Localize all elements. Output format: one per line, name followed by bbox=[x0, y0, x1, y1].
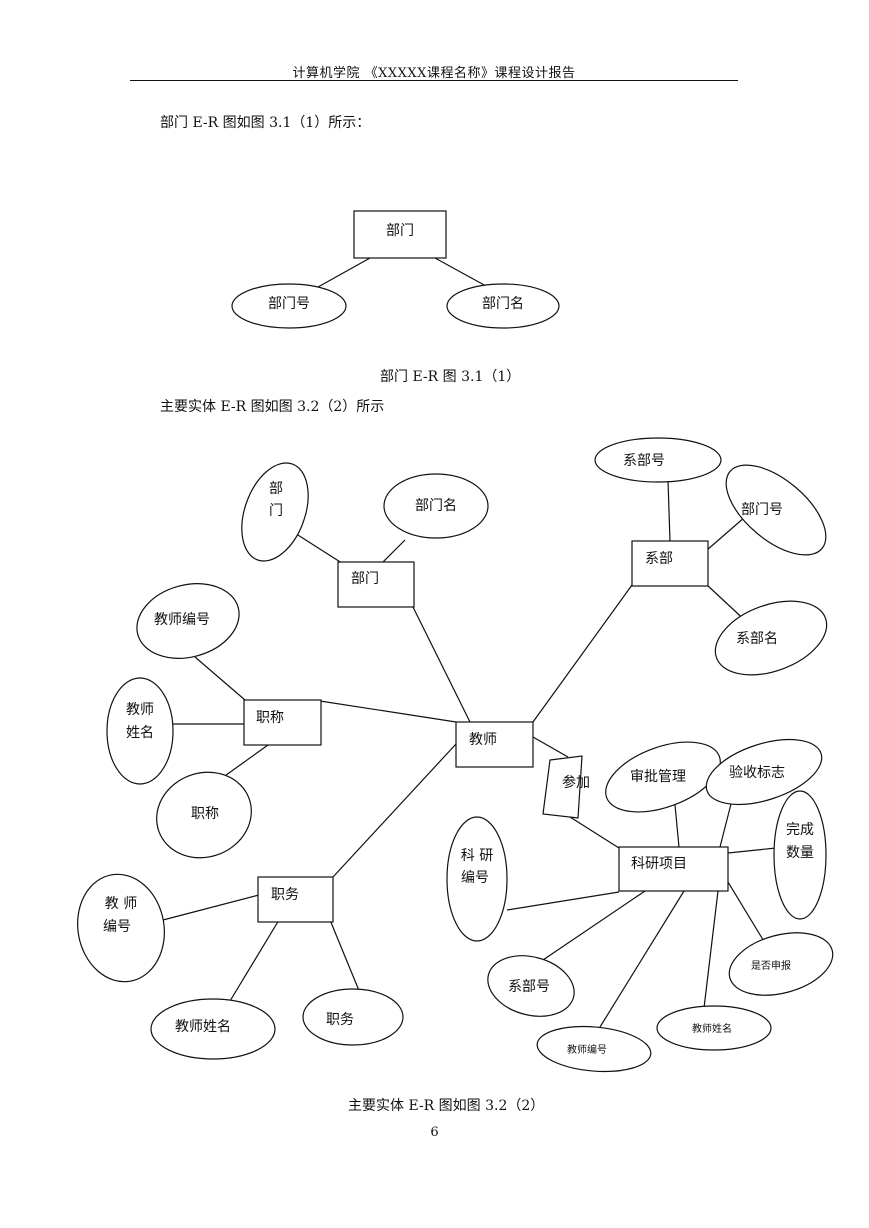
edge bbox=[706, 516, 746, 551]
attr-post-teacherno bbox=[77, 873, 165, 983]
edge bbox=[532, 736, 569, 758]
attr-project-declared bbox=[728, 932, 834, 996]
attr-title-title-label: 职称 bbox=[191, 806, 219, 822]
attr-project-no-label-1: 科 研 bbox=[461, 848, 493, 864]
edge bbox=[162, 894, 260, 921]
attr-post-teachername bbox=[150, 998, 276, 1060]
entity-teacher-label: 教师 bbox=[469, 732, 497, 748]
edge-dept-deptname bbox=[434, 257, 487, 287]
attr-title-teachername-label-1: 教师 bbox=[126, 702, 154, 718]
attr-post-teacherno-label-1: 教 师 bbox=[105, 896, 137, 912]
edge bbox=[506, 891, 620, 911]
attr-post-post-label: 职务 bbox=[326, 1012, 354, 1028]
attr-project-no-label-2: 编号 bbox=[461, 870, 489, 886]
attr-post-teacherno-label-2: 编号 bbox=[103, 919, 131, 935]
relationship-participate-label: 参加 bbox=[562, 774, 590, 791]
relationship-participate bbox=[542, 755, 583, 819]
edge bbox=[599, 890, 685, 1028]
attr-dept-no-label: 部门号 bbox=[268, 296, 310, 312]
attr-dept-abbr bbox=[241, 462, 309, 562]
attr-title-teacherno-label: 教师编号 bbox=[154, 612, 210, 628]
attr-xibu-name-label: 系部名 bbox=[736, 631, 778, 647]
edge bbox=[727, 847, 777, 854]
attr-title-teachername bbox=[106, 677, 174, 785]
attr-dept-abbr-label-2: 门 bbox=[269, 503, 283, 519]
edge bbox=[329, 919, 361, 994]
attr-xibu-no-label: 系部号 bbox=[623, 453, 665, 469]
edge bbox=[194, 656, 246, 701]
edge bbox=[229, 919, 280, 1002]
entity-dept-label: 部门 bbox=[386, 223, 414, 239]
attr-dept-name-label: 部门名 bbox=[482, 296, 524, 312]
page-header: 计算机学院 《XXXXX课程名称》课程设计报告 bbox=[292, 66, 576, 81]
attr-project-approve bbox=[605, 741, 721, 813]
attr-project-approve-label: 审批管理 bbox=[630, 769, 686, 785]
attr-project-declared-label: 是否申报 bbox=[751, 959, 791, 972]
edge bbox=[727, 881, 769, 949]
edge bbox=[379, 539, 406, 566]
page-number: 6 bbox=[430, 1125, 439, 1140]
attr-project-teachername bbox=[656, 1005, 772, 1051]
attr-project-check bbox=[705, 738, 823, 806]
entity-dept-label: 部门 bbox=[351, 571, 379, 587]
entity-dept bbox=[353, 210, 447, 259]
entity-title bbox=[243, 699, 322, 746]
attr-project-teacherno bbox=[536, 1025, 652, 1073]
attr-project-teachername-label: 教师姓名 bbox=[692, 1022, 732, 1035]
attr-project-no bbox=[446, 816, 508, 942]
entity-project bbox=[618, 846, 729, 892]
attr-project-done-label-2: 数量 bbox=[786, 845, 814, 861]
header-rule bbox=[130, 80, 738, 81]
entity-xibu bbox=[631, 540, 709, 587]
edge bbox=[532, 584, 633, 723]
attr-xibu-deptno-label: 部门号 bbox=[741, 502, 783, 518]
intro-paragraph-1: 部门 E-R 图如图 3.1（1）所示： bbox=[160, 115, 371, 131]
edge bbox=[332, 743, 457, 878]
attr-dept-name bbox=[383, 473, 489, 539]
attr-title-teachername-label-2: 姓名 bbox=[126, 725, 154, 741]
attr-dept-no bbox=[231, 283, 347, 329]
caption-figure-1: 部门 E-R 图 3.1（1） bbox=[380, 369, 521, 385]
entity-dept bbox=[337, 561, 415, 608]
attr-xibu-deptno bbox=[725, 464, 827, 556]
caption-figure-2: 主要实体 E-R 图如图 3.2（2） bbox=[348, 1098, 545, 1114]
edge bbox=[539, 890, 646, 963]
attr-post-post bbox=[302, 988, 404, 1046]
edge bbox=[674, 804, 680, 848]
intro-paragraph-2: 主要实体 E-R 图如图 3.2（2）所示 bbox=[160, 399, 385, 415]
attr-post-teachername-label: 教师姓名 bbox=[175, 1019, 231, 1035]
attr-project-deptno-label: 系部号 bbox=[508, 979, 550, 995]
entity-post-label: 职务 bbox=[271, 887, 299, 903]
attr-xibu-no bbox=[594, 437, 722, 483]
edge bbox=[569, 816, 620, 849]
attr-dept-abbr-label-1: 部 bbox=[269, 481, 283, 497]
attr-project-done bbox=[773, 790, 827, 920]
edge bbox=[703, 890, 719, 1009]
attr-title-teacherno bbox=[136, 583, 240, 659]
attr-dept-name-label: 部门名 bbox=[415, 498, 457, 514]
attr-xibu-name bbox=[714, 600, 828, 676]
entity-title-label: 职称 bbox=[256, 710, 284, 726]
edge-dept-deptno bbox=[317, 257, 371, 288]
attr-project-done-label-1: 完成 bbox=[786, 822, 814, 838]
attr-dept-name bbox=[446, 283, 560, 329]
attr-project-teacherno-label: 教师编号 bbox=[567, 1043, 607, 1056]
edge bbox=[411, 604, 471, 723]
attr-title-title bbox=[156, 771, 252, 859]
entity-teacher bbox=[455, 721, 534, 768]
entity-post bbox=[257, 876, 334, 923]
edge bbox=[667, 479, 671, 543]
attr-project-check-label: 验收标志 bbox=[729, 765, 785, 781]
entity-xibu-label: 系部 bbox=[645, 551, 673, 567]
entity-project-label: 科研项目 bbox=[631, 856, 687, 872]
attr-project-deptno bbox=[487, 955, 575, 1017]
edge bbox=[719, 799, 733, 848]
edge bbox=[319, 700, 457, 723]
edge bbox=[289, 529, 346, 566]
